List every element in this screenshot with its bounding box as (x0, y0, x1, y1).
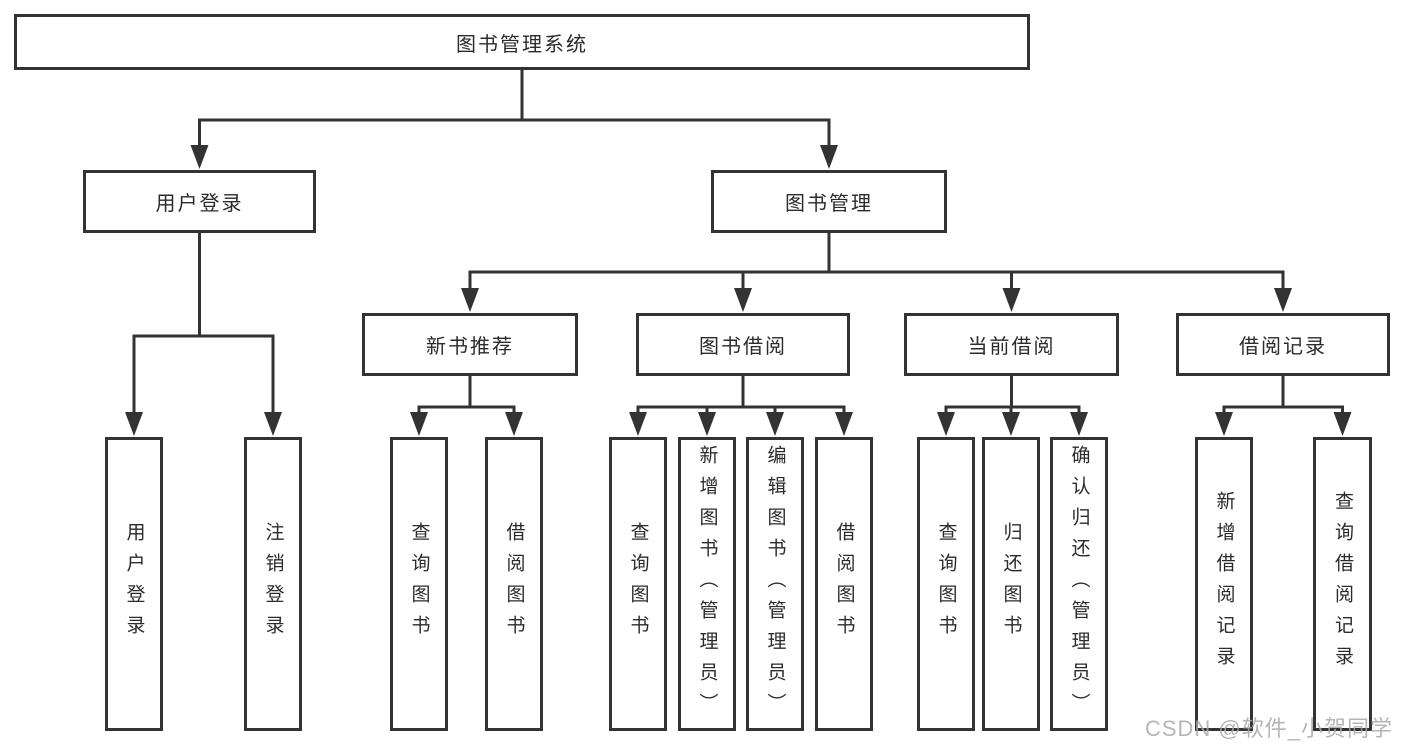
node-library-management-system: 图书管理系统 (14, 14, 1030, 70)
node-label: 当前借阅 (967, 336, 1056, 358)
leaf-query-books: 查询图书 (390, 437, 448, 731)
node-label: 图书管理系统 (456, 33, 588, 56)
leaf-confirm-return-admin: 确认归还（管理员） (1050, 437, 1108, 731)
node-label: 用户登录 (155, 193, 244, 215)
node-label: 查询图书 (935, 522, 957, 646)
leaf-query-books: 查询图书 (917, 437, 975, 731)
node-label: 查询图书 (627, 522, 649, 646)
node-label: 新增借阅记录 (1213, 491, 1235, 677)
leaf-return-books: 归还图书 (982, 437, 1040, 731)
node-label: 编辑图书（管理员） (764, 444, 786, 724)
node-label: 新书推荐 (426, 336, 514, 358)
node-book-management: 图书管理 (711, 170, 947, 233)
node-label: 确认归还（管理员） (1068, 444, 1090, 724)
leaf-add-borrow-record: 新增借阅记录 (1195, 437, 1253, 731)
node-label: 图书借阅 (699, 336, 787, 358)
leaf-borrow-books: 借阅图书 (815, 437, 873, 731)
node-label: 图书管理 (785, 193, 873, 215)
leaf-borrow-books: 借阅图书 (485, 437, 543, 731)
leaf-query-borrow-record: 查询借阅记录 (1313, 437, 1372, 731)
leaf-edit-books-admin: 编辑图书（管理员） (746, 437, 804, 731)
node-label: 借阅图书 (833, 522, 855, 646)
node-label: 查询借阅记录 (1332, 491, 1353, 677)
node-book-borrowing: 图书借阅 (636, 313, 850, 376)
leaf-user-login: 用户登录 (105, 437, 163, 731)
node-label: 借阅记录 (1239, 336, 1327, 358)
node-label: 注销登录 (262, 522, 284, 646)
csdn-watermark: CSDN @软件_小贺同学 (1144, 716, 1393, 741)
node-label: 借阅图书 (503, 522, 525, 646)
node-borrow-records: 借阅记录 (1176, 313, 1390, 376)
node-new-book-recommend: 新书推荐 (362, 313, 578, 376)
node-label: 新增图书（管理员） (696, 444, 718, 724)
node-current-borrowing: 当前借阅 (904, 313, 1119, 376)
node-label: 用户登录 (123, 522, 145, 646)
node-label: 查询图书 (408, 522, 430, 646)
leaf-add-books-admin: 新增图书（管理员） (678, 437, 736, 731)
leaf-logout: 注销登录 (244, 437, 302, 731)
leaf-query-books: 查询图书 (609, 437, 667, 731)
node-user-login: 用户登录 (83, 170, 316, 233)
node-label: 归还图书 (1000, 522, 1022, 646)
